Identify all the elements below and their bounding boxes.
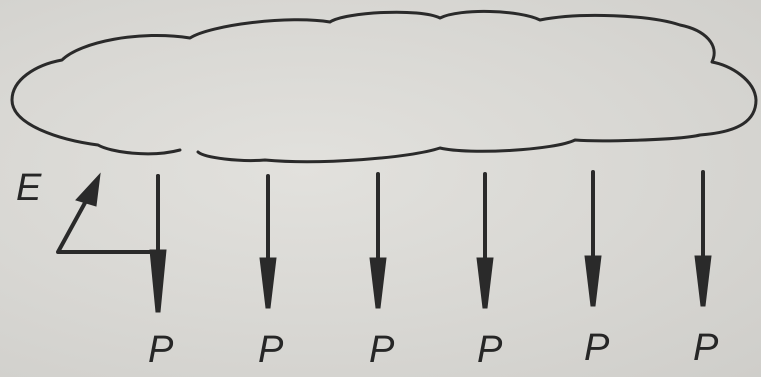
p-arrow-head [476, 257, 494, 309]
p-arrow-head [259, 257, 277, 309]
p-arrow-2: P [258, 174, 284, 371]
p-label: P [258, 329, 284, 371]
p-arrow-head [694, 255, 712, 307]
p-label: P [584, 327, 610, 369]
e-vector: E [16, 167, 160, 254]
e-vector-arrowhead [75, 172, 101, 207]
p-label: P [693, 327, 719, 369]
p-arrow-head [584, 255, 602, 307]
p-label: P [477, 329, 503, 371]
e-vector-path [56, 174, 160, 254]
p-arrow-6: P [693, 170, 719, 369]
p-label: P [369, 329, 395, 371]
p-arrows: P P P P P [148, 170, 719, 371]
p-arrow-head [149, 249, 167, 313]
p-label: P [148, 329, 174, 371]
p-arrow-head [369, 257, 387, 309]
cloud-outline [10, 9, 758, 164]
p-arrow-4: P [476, 172, 503, 371]
p-arrow-3: P [369, 172, 395, 371]
e-label: E [16, 167, 42, 209]
p-arrow-1: P [148, 174, 174, 371]
cloud [10, 9, 758, 164]
p-arrow-5: P [584, 170, 610, 369]
